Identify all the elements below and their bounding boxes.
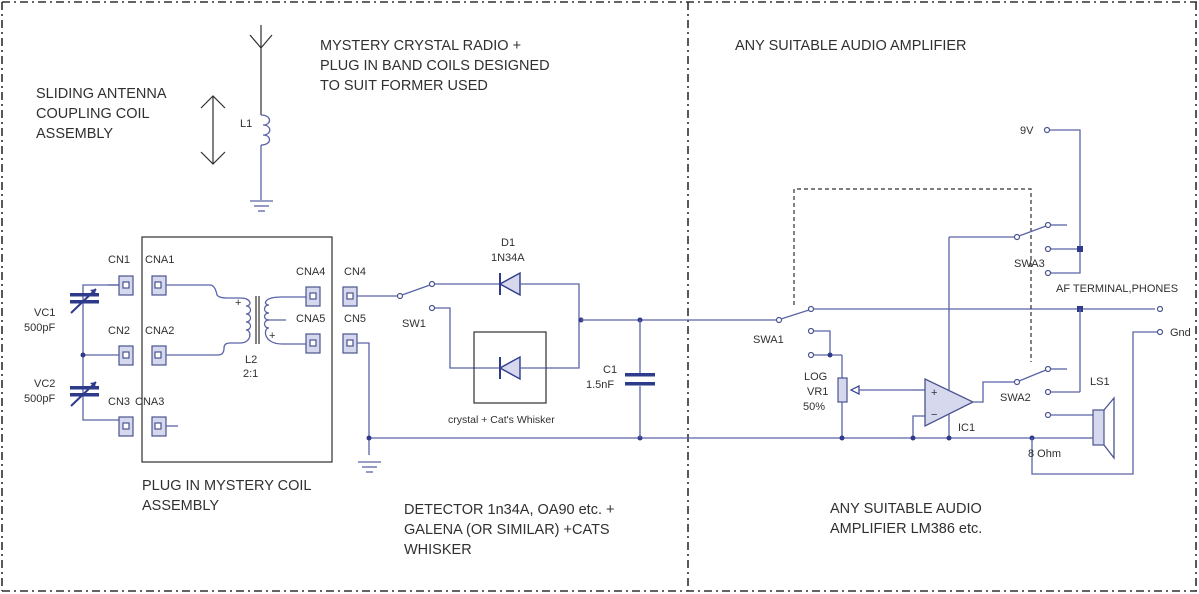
c1-value: 1.5nF bbox=[586, 379, 614, 391]
svg-text:PLUG IN MYSTERY COIL: PLUG IN MYSTERY COIL bbox=[142, 478, 311, 494]
amp-note: ANY SUITABLE AUDIO AMPLIFIER LM386 etc. bbox=[830, 501, 982, 537]
cna4-label: CNA4 bbox=[296, 266, 325, 278]
vc2-value: 500pF bbox=[24, 393, 55, 405]
svg-text:TO SUIT FORMER USED: TO SUIT FORMER USED bbox=[320, 78, 488, 94]
switch-swa1[interactable] bbox=[775, 305, 1156, 359]
ic1-label: IC1 bbox=[958, 422, 975, 434]
gnd-label: Gnd bbox=[1170, 327, 1191, 339]
cn2-label: CN2 bbox=[108, 325, 130, 337]
inductor-l1 bbox=[260, 114, 271, 200]
d1-value: 1N34A bbox=[491, 252, 525, 264]
svg-text:WHISKER: WHISKER bbox=[404, 542, 472, 558]
switch-gang-link bbox=[793, 188, 1032, 362]
supply-label: 9V bbox=[1020, 125, 1034, 137]
switch-sw1[interactable] bbox=[396, 280, 501, 369]
connector-cn2 bbox=[118, 345, 134, 366]
vr1-label: VR1 bbox=[807, 386, 828, 398]
transformer-l2 bbox=[239, 296, 306, 345]
ground-icon bbox=[358, 461, 381, 473]
svg-text:SLIDING ANTENNA: SLIDING ANTENNA bbox=[36, 86, 167, 102]
d1-label: D1 bbox=[501, 237, 515, 249]
af-terminal-label: AF TERMINAL,PHONES bbox=[1056, 283, 1178, 295]
coil-assembly-box bbox=[141, 236, 333, 463]
detector-note: DETECTOR 1n34A, OA90 etc. + GALENA (OR S… bbox=[404, 502, 614, 558]
cna1-label: CNA1 bbox=[145, 254, 174, 266]
vc1-value: 500pF bbox=[24, 322, 55, 334]
switch-swa2[interactable] bbox=[1013, 365, 1094, 419]
coil-assembly-note: PLUG IN MYSTERY COIL ASSEMBLY bbox=[142, 478, 311, 514]
svg-text:GALENA (OR SIMILAR) +CATS: GALENA (OR SIMILAR) +CATS bbox=[404, 522, 610, 538]
crystal-diode bbox=[475, 355, 546, 381]
connector-cn4 bbox=[342, 286, 398, 307]
vr1-value: 50% bbox=[803, 401, 825, 413]
connector-cna3 bbox=[151, 416, 178, 437]
connector-cna1 bbox=[151, 275, 240, 299]
polarity-plus-primary: + bbox=[235, 297, 241, 309]
cn1-label: CN1 bbox=[108, 254, 130, 266]
c1-label: C1 bbox=[603, 364, 617, 376]
cna3-label: CNA3 bbox=[135, 396, 164, 408]
polarity-plus-secondary: + bbox=[269, 330, 275, 342]
ground-icon bbox=[250, 200, 273, 212]
l1-label: L1 bbox=[240, 118, 252, 130]
amp-title-note: ANY SUITABLE AUDIO AMPLIFIER bbox=[735, 38, 967, 54]
cna2-label: CNA2 bbox=[145, 325, 174, 337]
connector-cn1 bbox=[108, 275, 134, 296]
sw1-label: SW1 bbox=[402, 318, 426, 330]
cn4-label: CN4 bbox=[344, 266, 366, 278]
svg-text:AMPLIFIER LM386 etc.: AMPLIFIER LM386 etc. bbox=[830, 521, 982, 537]
svg-text:PLUG IN BAND COILS DESIGNED: PLUG IN BAND COILS DESIGNED bbox=[320, 58, 550, 74]
connector-cn3 bbox=[118, 416, 134, 437]
capacitor-c1 bbox=[625, 320, 655, 438]
supply-terminal[interactable] bbox=[1043, 126, 1068, 134]
l2-label: L2 bbox=[245, 354, 257, 366]
title-note: MYSTERY CRYSTAL RADIO + PLUG IN BAND COI… bbox=[320, 38, 550, 94]
svg-text:DETECTOR 1n34A, OA90 etc. +: DETECTOR 1n34A, OA90 etc. + bbox=[404, 502, 614, 518]
connector-cna4 bbox=[305, 286, 321, 307]
svg-text:ASSEMBLY: ASSEMBLY bbox=[142, 498, 219, 514]
connector-cna5 bbox=[305, 333, 321, 354]
gnd-terminal[interactable] bbox=[1132, 328, 1164, 471]
swa2-label: SWA2 bbox=[1000, 392, 1031, 404]
svg-text:ASSEMBLY: ASSEMBLY bbox=[36, 126, 113, 142]
ic1-minus: − bbox=[931, 409, 937, 421]
speaker-ls1 bbox=[1080, 396, 1115, 460]
cna5-label: CNA5 bbox=[296, 313, 325, 325]
swa1-label: SWA1 bbox=[753, 334, 784, 346]
double-arrow-icon bbox=[200, 95, 226, 165]
amplifier-ic1 bbox=[912, 237, 1000, 438]
svg-text:ANY SUITABLE AUDIO: ANY SUITABLE AUDIO bbox=[830, 501, 982, 517]
cn3-label: CN3 bbox=[108, 396, 130, 408]
ic1-plus: + bbox=[931, 387, 937, 399]
connector-cn5 bbox=[342, 333, 370, 455]
vc2-label: VC2 bbox=[34, 378, 55, 390]
variable-capacitor-vc1 bbox=[70, 288, 99, 314]
speaker-return bbox=[1031, 438, 1134, 475]
variable-capacitor-vc2 bbox=[70, 381, 99, 407]
swa3-label: SWA3 bbox=[1014, 258, 1045, 270]
svg-text:COUPLING COIL: COUPLING COIL bbox=[36, 106, 150, 122]
diode-d1 bbox=[498, 271, 580, 369]
crystal-label: crystal + Cat's Whisker bbox=[448, 414, 555, 426]
antenna-icon bbox=[249, 25, 273, 115]
connector-cna2 bbox=[151, 342, 240, 366]
switch-swa3[interactable] bbox=[949, 129, 1081, 277]
antenna-assembly-note: SLIDING ANTENNA COUPLING COIL ASSEMBLY bbox=[36, 86, 167, 142]
ls1-label: LS1 bbox=[1090, 376, 1110, 388]
svg-text:MYSTERY CRYSTAL RADIO +: MYSTERY CRYSTAL RADIO + bbox=[320, 38, 521, 54]
ls1-value: 8 Ohm bbox=[1028, 448, 1061, 460]
vc1-label: VC1 bbox=[34, 307, 55, 319]
vr1-type: LOG bbox=[804, 371, 827, 383]
potentiometer-vr1[interactable] bbox=[837, 355, 881, 438]
l2-value: 2:1 bbox=[243, 368, 258, 380]
af-terminal[interactable] bbox=[1156, 305, 1164, 313]
cn5-label: CN5 bbox=[344, 313, 366, 325]
